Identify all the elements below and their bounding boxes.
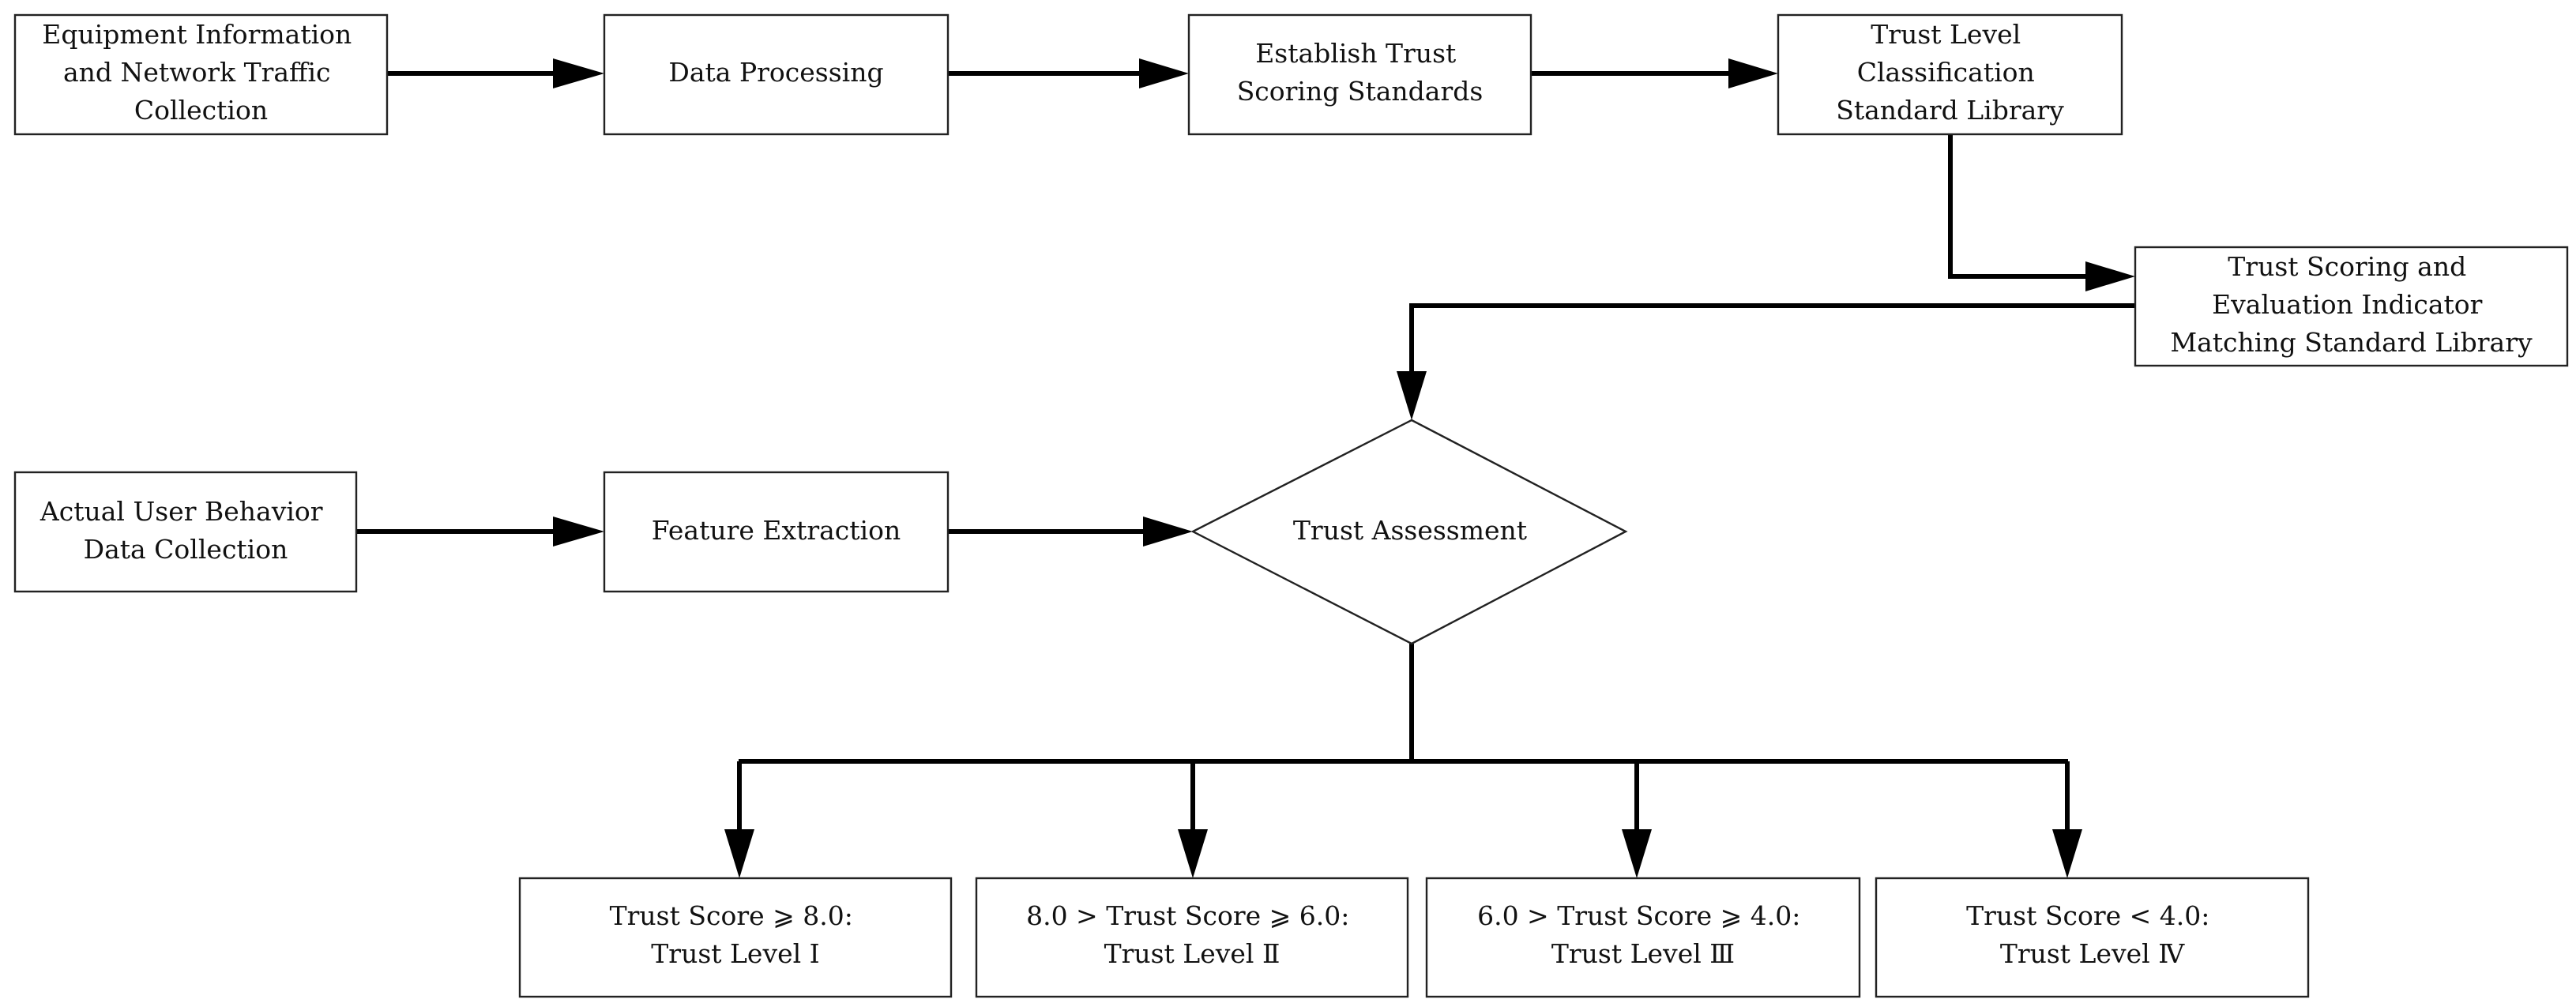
edge-collect-to-processing — [387, 58, 604, 88]
node-level-1: Trust Score ⩾ 8.0: Trust Level Ⅰ — [518, 877, 953, 998]
edge-behavior-to-feature — [356, 517, 604, 547]
edge-processing-to-standards — [948, 58, 1189, 88]
node-label: Equipment Information and Network Traffi… — [42, 19, 360, 126]
node-label: Trust Assessment — [1293, 515, 1527, 546]
node-label: Feature Extraction — [652, 515, 901, 546]
node-collect-equipment: Equipment Information and Network Traffi… — [13, 13, 389, 136]
node-label: Trust Score < 4.0: Trust Level Ⅳ — [1966, 900, 2218, 969]
edge-assessment-to-levels — [724, 644, 2082, 878]
node-level-4: Trust Score < 4.0: Trust Level Ⅳ — [1875, 877, 2310, 998]
node-level-2: 8.0 > Trust Score ⩾ 6.0: Trust Level Ⅱ — [975, 877, 1409, 998]
node-trust-assessment: Trust Assessment — [1190, 419, 1628, 645]
node-collect-behavior: Actual User Behavior Data Collection — [13, 471, 358, 593]
node-label: 8.0 > Trust Score ⩾ 6.0: Trust Level Ⅱ — [1026, 900, 1358, 969]
node-level-3: 6.0 > Trust Score ⩾ 4.0: Trust Level Ⅲ — [1425, 877, 1861, 998]
node-label: Establish Trust Scoring Standards — [1237, 38, 1484, 107]
node-label: Trust Scoring and Evaluation Indicator M… — [2170, 251, 2533, 358]
node-data-processing: Data Processing — [603, 13, 950, 136]
edge-feature-to-assessment — [948, 517, 1193, 547]
node-label: Data Processing — [668, 57, 883, 88]
connectors — [356, 58, 2135, 878]
edge-standards-to-classification — [1531, 58, 1778, 88]
node-matching-library: Trust Scoring and Evaluation Indicator M… — [2134, 246, 2569, 367]
node-label: Actual User Behavior Data Collection — [39, 496, 331, 565]
node-label: Trust Level Classification Standard Libr… — [1836, 19, 2064, 126]
node-feature-extraction: Feature Extraction — [603, 471, 950, 593]
node-classification-library: Trust Level Classification Standard Libr… — [1777, 13, 2123, 136]
node-label: 6.0 > Trust Score ⩾ 4.0: Trust Level Ⅲ — [1477, 900, 1809, 969]
edge-matching-to-assessment — [1397, 303, 2135, 420]
edge-classification-to-matching — [1948, 134, 2135, 291]
node-label: Trust Score ⩾ 8.0: Trust Level Ⅰ — [610, 900, 862, 969]
node-establish-standards: Establish Trust Scoring Standards — [1187, 13, 1532, 136]
